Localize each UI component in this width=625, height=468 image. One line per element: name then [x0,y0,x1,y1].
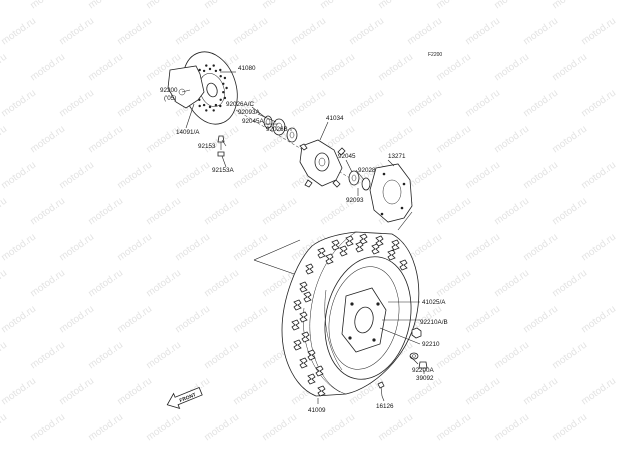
label-92153a: 92153A [212,167,235,174]
washer-92028 [361,177,371,191]
label-92093a: 92093A [238,109,261,116]
bolt-92153 [217,135,225,150]
tread-block [303,291,312,303]
tread-block [317,385,326,397]
label-92210ab: 92210A/B [420,319,448,326]
disc-hole [219,68,222,72]
disc-hole [205,109,208,112]
label-92045a: 92045A [242,118,265,125]
tread-block [371,243,380,255]
brake-panel [369,163,413,223]
disc-hole [225,86,228,90]
caliper-bracket [167,65,205,109]
tread-block [317,247,326,259]
tread-block [331,239,340,251]
wheel-hub [299,139,346,188]
tread-block [387,249,396,261]
disc-hole [208,67,212,71]
cap-39092 [418,361,428,369]
leader-lines [181,71,425,404]
label-41034: 41034 [326,115,344,122]
tread-block [293,339,302,351]
disc-hole [214,103,218,107]
disc-hole [212,109,215,112]
label-92026b: 92026B [266,126,288,133]
label-39092: 39092 [416,375,434,382]
label-14091a: 14091/A [176,129,200,136]
tread-block [315,365,324,377]
tread-block [307,373,316,385]
bearing-92045a [272,118,286,136]
washer-92153a [217,151,225,157]
nut-92210ab [411,327,422,339]
disc-hole [219,98,222,102]
disc-hole [219,104,222,108]
disc-hole [223,76,227,80]
tread-block [301,331,310,343]
label-41009: 41009 [308,407,326,414]
label-92153: 92153 [198,143,216,150]
washer-92200a [409,352,419,360]
tread-block [325,253,334,265]
disc-hole [222,82,225,86]
front-label: FRONT [179,392,197,404]
disc-hole [212,64,215,67]
label-13271: 13271 [388,153,406,160]
diagram-code: F2200 [428,52,442,58]
seal-92026ac [263,115,273,129]
disc-hole [208,105,212,109]
label-92093: 92093 [346,197,364,204]
tread-block [391,239,400,251]
tread-block [299,281,308,293]
tread-block [291,319,300,331]
tread-block [305,263,314,275]
tread-block [399,259,408,271]
assembly-lines [253,211,413,277]
label-92200a: 92200A [412,367,435,374]
label-92028: 92028 [358,167,376,174]
tread-block [307,349,316,361]
tread-block [345,235,354,247]
bearing-92045 [348,170,360,186]
tread-block [339,245,348,257]
disc-hole [222,91,225,94]
disc-hole [198,104,201,108]
label-16126: 16126 [376,403,394,410]
label-92026ac: 92026A/C [226,101,254,108]
disc-hole [219,75,222,78]
disc-hole [202,69,206,73]
part-labels: 41080 92200 ('05) 14091/A 92153 92153A 9… [160,65,448,414]
label-92200-sub: ('05) [164,95,176,102]
disc-hole [198,68,201,72]
disc-hole [223,96,227,100]
valve-16126 [377,381,385,397]
label-92210: 92210 [422,341,440,348]
tread-block [299,311,308,323]
label-92045: 92045 [338,153,356,160]
label-92200: 92200 [160,87,178,94]
label-41080: 41080 [238,65,256,72]
disc-hole [205,64,208,67]
disc-hole [202,103,206,107]
tread-block [293,299,302,311]
label-41025a: 41025/A [422,299,446,306]
tread-block [359,233,368,245]
tread-block [299,357,308,369]
wheel-rim [324,256,412,380]
tread-block [355,241,364,253]
spacer-92026b [286,127,298,143]
tread-block [375,235,384,247]
front-direction-arrow: FRONT [166,387,203,410]
disc-hole [214,69,218,73]
